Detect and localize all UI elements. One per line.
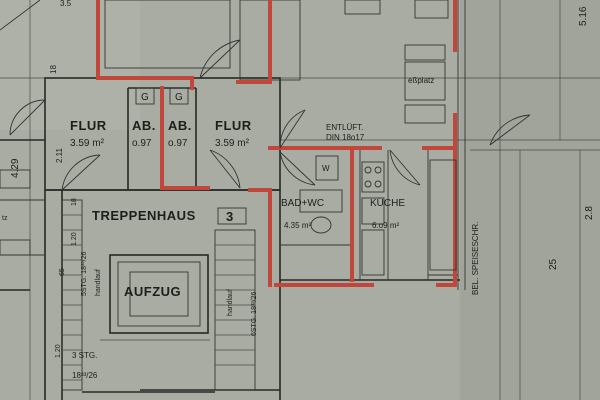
pantry-cabinet bbox=[429, 159, 457, 271]
essplatz-label: eßplatz bbox=[408, 76, 434, 85]
g-1-label: G bbox=[141, 92, 149, 103]
dining-chairs bbox=[404, 104, 446, 124]
room-treppenhaus: TREPPENHAUS 3 bbox=[92, 207, 247, 225]
kitchen-counter bbox=[361, 229, 385, 276]
room-kueche: KÜCHE 6.o9 m² bbox=[370, 197, 405, 230]
entlueft-size: DIN 18o17 bbox=[326, 133, 365, 142]
stair-left-steps: 5STG. 18³³/26 bbox=[81, 252, 88, 296]
door-swings bbox=[0, 0, 531, 191]
dim-left-429: 4.29 bbox=[10, 158, 21, 178]
ab-2-name: AB. bbox=[168, 118, 192, 133]
fixtures bbox=[0, 44, 457, 276]
g-2-label: G bbox=[175, 92, 183, 103]
ab-2-area: o.97 bbox=[168, 138, 188, 149]
dim-vert-120b: 1.20 bbox=[55, 344, 62, 358]
kueche-area: 6.o9 m² bbox=[372, 221, 399, 230]
left-unit-fixture-2 bbox=[0, 239, 31, 256]
dim-vert-18: 18 bbox=[71, 198, 78, 206]
toilet bbox=[310, 216, 332, 234]
stair-right-steps: 6STG. 18³³/26 bbox=[251, 292, 258, 336]
dim-vert-120: 1.20 bbox=[71, 232, 78, 246]
room-bad-wc: BAD+WC 4.35 m² W bbox=[281, 164, 330, 230]
washer-label: W bbox=[322, 164, 330, 173]
dim-left-18: 18 bbox=[49, 65, 58, 74]
elevator-shaft bbox=[109, 254, 209, 334]
aufzug-label: AUFZUG bbox=[124, 284, 181, 299]
kueche-name: KÜCHE bbox=[370, 197, 405, 209]
stove bbox=[361, 161, 385, 193]
entlueft-name: ENTLÜFT. bbox=[326, 123, 363, 132]
table-top bbox=[404, 44, 446, 61]
ab-1-name: AB. bbox=[132, 118, 156, 133]
washing-machine bbox=[315, 155, 339, 181]
staircase bbox=[61, 199, 256, 393]
speiseschrank-label: BEL. SPEISESCHR. bbox=[471, 222, 480, 295]
stair-bottom-rise: 18³³/26 bbox=[72, 371, 98, 380]
flur-right-area: 3.59 m² bbox=[215, 138, 250, 149]
left-unit-fixture bbox=[0, 169, 31, 189]
bad-name: BAD+WC bbox=[281, 198, 324, 209]
dim-top-left: 3.5 bbox=[60, 0, 72, 8]
paper-shadow-right bbox=[460, 0, 600, 400]
dim-left-211: 2.11 bbox=[55, 147, 64, 163]
room-flur-right: FLUR 3.59 m² bbox=[215, 118, 252, 149]
bad-area: 4.35 m² bbox=[284, 221, 311, 230]
bathtub bbox=[299, 189, 343, 213]
flur-right-name: FLUR bbox=[215, 118, 252, 133]
entlueftung-note: ENTLÜFT. DIN 18o17 bbox=[326, 123, 365, 142]
room-ab-2: AB. o.97 G bbox=[168, 87, 192, 149]
treppenhaus-name: TREPPENHAUS bbox=[92, 208, 196, 223]
paper-light-top-left bbox=[0, 0, 140, 130]
stair-bottom-steps: 3 STG. bbox=[72, 351, 97, 360]
stair-left-handrail: handlauf bbox=[95, 269, 102, 296]
ab-1-area: o.97 bbox=[132, 138, 152, 149]
left-partial-label: tz bbox=[2, 215, 8, 222]
flur-left-name: FLUR bbox=[70, 118, 107, 133]
dim-vert-65: 65 bbox=[59, 268, 66, 276]
stair-right-handrail: handlauf bbox=[227, 289, 234, 316]
flur-left-area: 3.59 m² bbox=[70, 138, 105, 149]
dim-right-28: 2.8 bbox=[584, 206, 595, 220]
room-ab-1: AB. o.97 G bbox=[132, 87, 156, 149]
kitchen-sink bbox=[361, 197, 385, 225]
red-walls bbox=[96, 0, 457, 287]
dining-table bbox=[404, 61, 446, 101]
room-flur-left: FLUR 3.59 m² bbox=[70, 118, 107, 149]
room-aufzug: AUFZUG bbox=[124, 284, 181, 299]
treppenhaus-number: 3 bbox=[226, 209, 234, 224]
dim-right-516: 5.16 bbox=[578, 6, 589, 26]
dim-right-25: 25 bbox=[548, 258, 559, 270]
